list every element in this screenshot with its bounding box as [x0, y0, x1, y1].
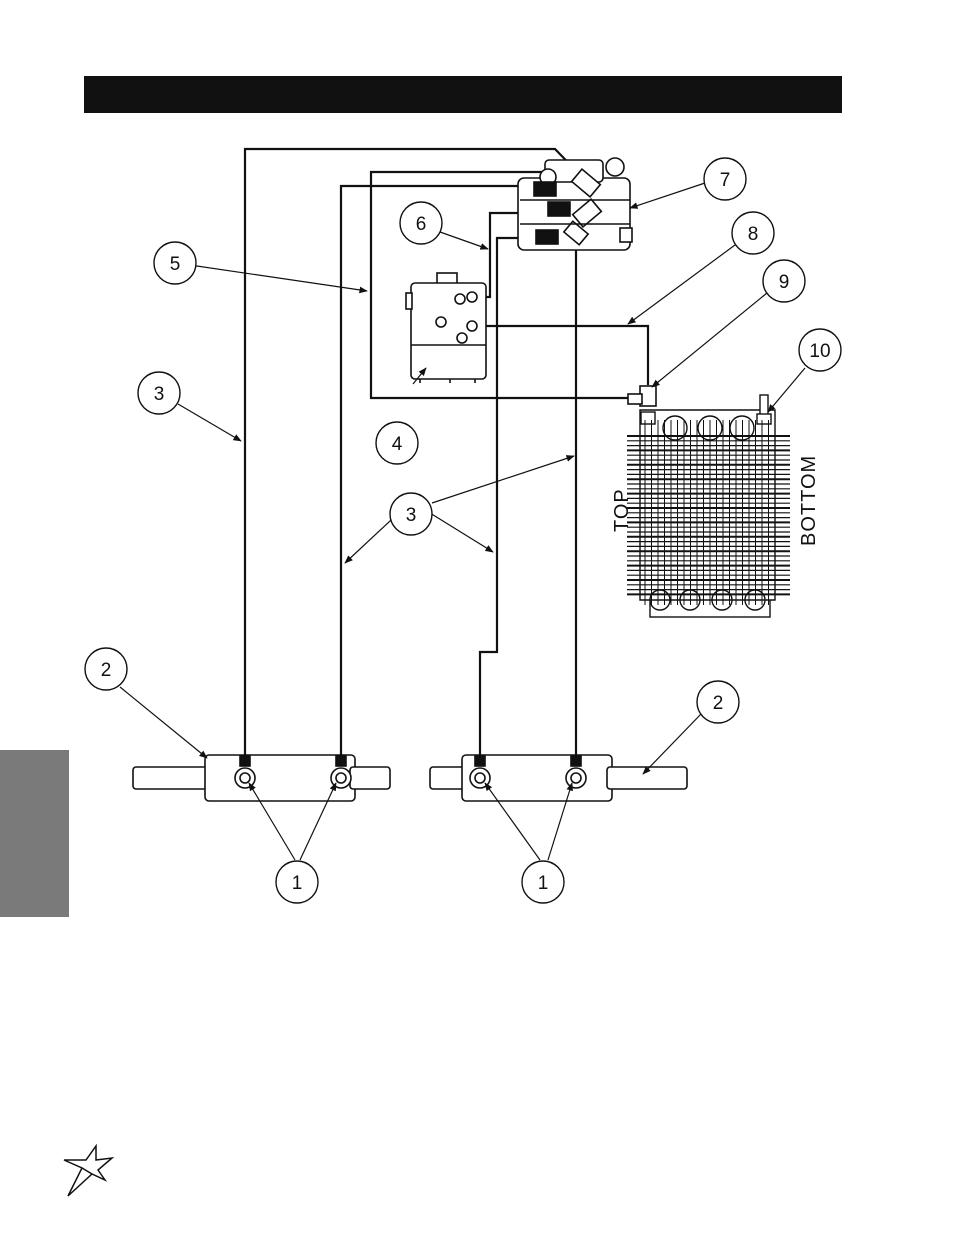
callout-1-right: 1 — [522, 861, 564, 903]
tee-fitting — [628, 386, 656, 406]
callout-1-left: 1 — [276, 861, 318, 903]
svg-text:8: 8 — [748, 224, 759, 245]
svg-text:3: 3 — [154, 384, 165, 405]
callout-2-left: 2 — [85, 648, 127, 690]
label-top: TOP — [611, 488, 633, 532]
callout-8: 8 — [732, 212, 774, 254]
callout-6: 6 — [400, 202, 442, 244]
svg-text:10: 10 — [809, 341, 830, 362]
svg-text:3: 3 — [406, 505, 417, 526]
callout-4: 4 — [376, 422, 418, 464]
svg-text:6: 6 — [416, 214, 427, 235]
svg-text:9: 9 — [779, 272, 790, 293]
callout-7: 7 — [704, 158, 746, 200]
svg-text:2: 2 — [713, 693, 724, 714]
star-burst-logo-icon — [64, 1146, 112, 1196]
control-box — [406, 273, 486, 383]
svg-text:1: 1 — [292, 873, 303, 894]
callout-9: 9 — [763, 260, 805, 302]
tube-right-inner — [480, 238, 548, 765]
callout-3-left: 3 — [138, 372, 180, 414]
svg-text:5: 5 — [170, 254, 181, 275]
label-bottom: BOTTOM — [798, 455, 820, 546]
callout-10: 10 — [799, 329, 841, 371]
manifold-right — [430, 755, 687, 801]
manifold-left — [133, 755, 390, 801]
svg-text:1: 1 — [538, 873, 549, 894]
callout-2-right: 2 — [697, 681, 739, 723]
svg-text:7: 7 — [720, 170, 731, 191]
callout-3-center: 3 — [390, 493, 432, 535]
callout-5: 5 — [154, 242, 196, 284]
svg-text:2: 2 — [101, 660, 112, 681]
svg-text:4: 4 — [392, 434, 403, 455]
evaporator-coil — [627, 395, 790, 617]
